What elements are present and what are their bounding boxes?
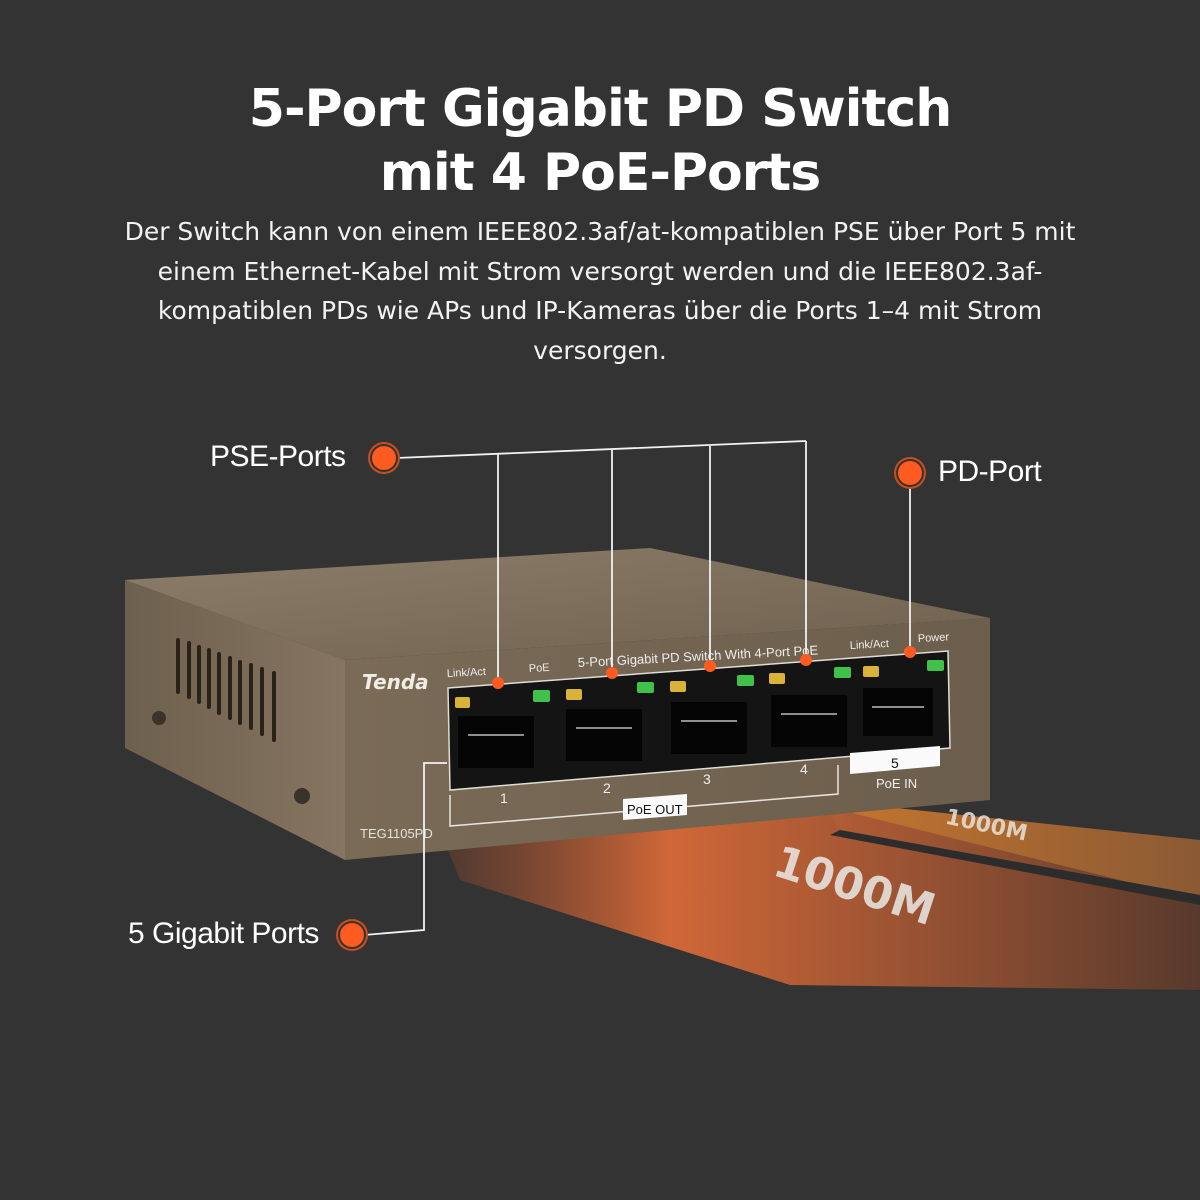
led-label-poe: PoE (529, 662, 550, 675)
screw-icon (152, 711, 166, 725)
model-label: TEG1105PD (360, 826, 433, 841)
page-title-line2: mit 4 PoE-Ports (379, 143, 821, 203)
led-label-power: Power (918, 631, 950, 645)
description: Der Switch kann von einem IEEE802.3af/at… (124, 217, 1076, 365)
poe-in-label: PoE IN (876, 776, 917, 791)
rj45-ports[interactable] (458, 688, 933, 768)
speed-band-big: 1000M (440, 805, 1200, 990)
pd-port-marker-icon (898, 461, 922, 485)
callout-gigabit-ports: 5 Gigabit Ports (128, 917, 319, 950)
pse-ports-marker-icon (372, 446, 396, 470)
port-5 (863, 688, 933, 736)
port-number-1: 1 (500, 790, 508, 806)
screw-icon (294, 788, 310, 804)
port-2 (566, 709, 642, 761)
page-title-line1: 5-Port Gigabit PD Switch (248, 79, 952, 139)
port-4 (771, 695, 847, 747)
port-1 (458, 716, 534, 768)
poe-out-label: PoE OUT (627, 802, 683, 817)
brand-logo: Tenda (362, 670, 429, 694)
gigabit-ports-marker-icon (340, 923, 364, 947)
callout-pd-port: PD-Port (938, 455, 1042, 488)
port-number-3: 3 (703, 771, 711, 787)
port-number-2: 2 (603, 780, 611, 796)
callout-pse-ports: PSE-Ports (210, 440, 346, 473)
led-label-link-act: Link/Act (447, 666, 487, 680)
port-3 (671, 702, 747, 754)
leds (455, 660, 944, 708)
port-number-5: 5 (891, 755, 899, 771)
port-number-4: 4 (800, 761, 808, 777)
led-label-link-act-2: Link/Act (850, 638, 890, 652)
